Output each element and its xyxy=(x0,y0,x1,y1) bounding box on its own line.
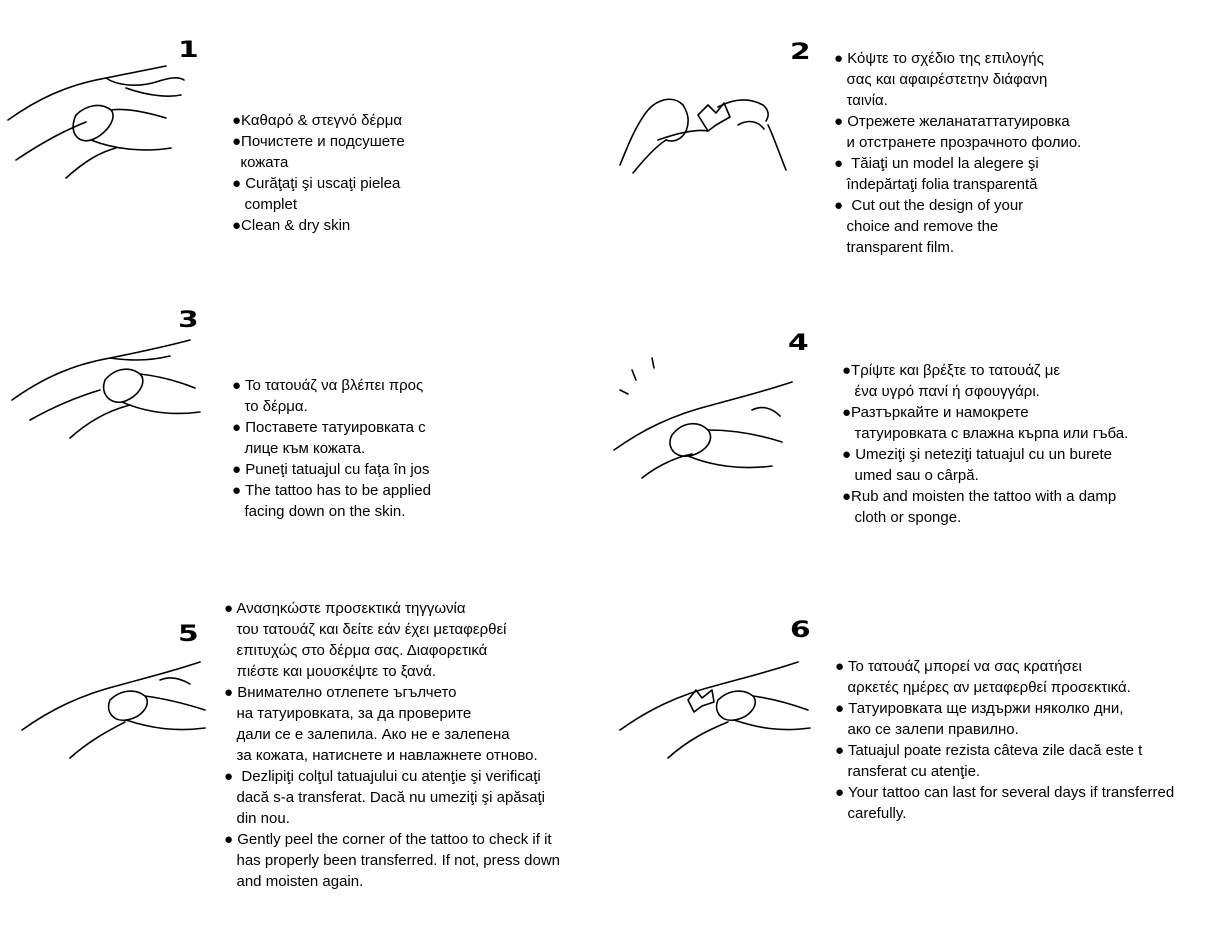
instruction-text: ● Κόψτε το σχέδιο της επιλογής σας και α… xyxy=(834,50,1082,256)
instruction-text: ● Ανασηκώστε προσεκτικά τηγγωνία του τατ… xyxy=(224,600,561,890)
step-number: 2 xyxy=(790,40,811,65)
hands-applying-tattoo-icon xyxy=(11,339,201,439)
step-number: 5 xyxy=(178,622,199,647)
hands-peeling-corner-icon xyxy=(21,661,206,759)
instruction-text: ● Το τατουάζ να βλέπει προς το δέρμα.● П… xyxy=(232,377,431,520)
step-number: 6 xyxy=(790,618,811,643)
instruction-text: ● Το τατουάζ μπορεί να σας κρατήσει αρκε… xyxy=(835,658,1175,822)
hands-wiping-skin-icon xyxy=(7,65,185,179)
step-number: 3 xyxy=(178,308,199,333)
step-number: 4 xyxy=(788,331,809,356)
step-number: 1 xyxy=(178,38,199,63)
hands-cutting-design-icon xyxy=(619,98,787,174)
hands-moistening-tattoo-icon xyxy=(613,357,793,479)
hands-finished-tattoo-icon xyxy=(619,661,811,759)
instruction-text: ●Καθαρό & στεγνό δέρμα●Почистете и подсу… xyxy=(232,112,405,234)
instruction-text: ●Τρίψτε και βρέξτε το τατουάζ με ένα υγρ… xyxy=(842,362,1129,526)
